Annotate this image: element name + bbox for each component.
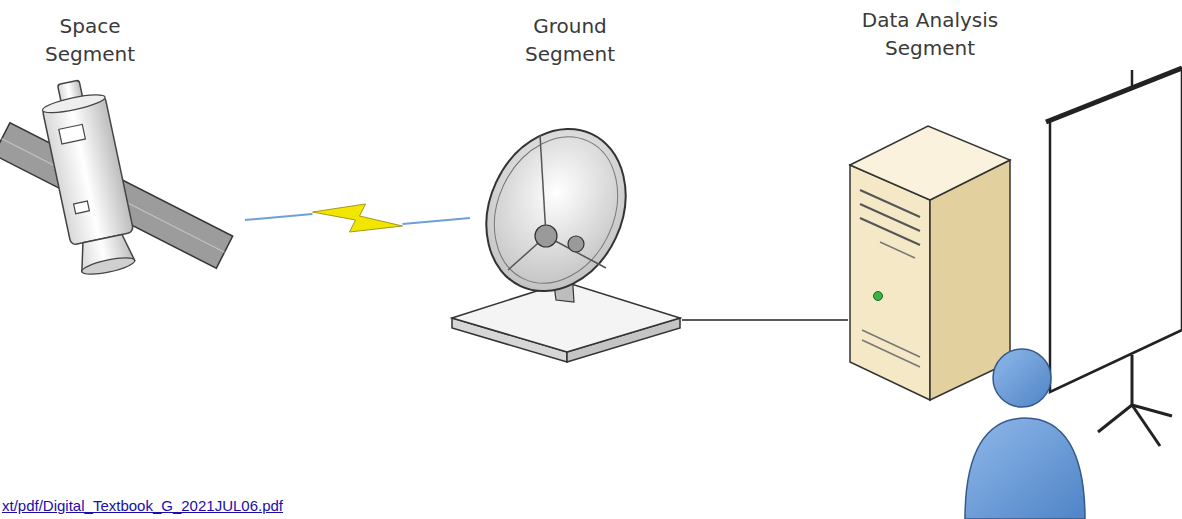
segment-node: Space Segment <box>5 8 245 288</box>
vent-line <box>862 340 920 367</box>
connector-line <box>245 214 470 224</box>
drive-slot <box>880 242 915 258</box>
drive-bay <box>860 218 920 245</box>
satellite-nozzle <box>81 255 136 278</box>
satellite-window <box>59 124 86 144</box>
screen-hook <box>1131 70 1134 86</box>
source-link: xt/pdf/Digital_Textbook_G_2021JUL06.pdf <box>2 497 283 515</box>
drive-bay <box>860 204 920 231</box>
antenna-strut <box>540 135 546 236</box>
satellite-top <box>41 91 106 116</box>
segment-heading: Ground Segment <box>515 12 625 68</box>
antenna-rim <box>471 117 640 304</box>
satellite-body <box>42 95 134 245</box>
cable-link <box>682 320 848 321</box>
dish-antenna-icon <box>452 106 680 362</box>
connector-line <box>682 319 848 321</box>
segment-heading: Data Analysis Segment <box>848 6 1012 62</box>
person-body <box>965 418 1085 519</box>
screen-panel <box>1050 68 1182 392</box>
computer-icon <box>850 126 1010 400</box>
segment-node: Ground Segment <box>470 8 682 358</box>
computer-front <box>850 165 930 400</box>
antenna-dish <box>461 106 652 314</box>
segment-heading: Space Segment <box>35 12 145 68</box>
antenna-feed <box>535 225 557 247</box>
radio-link <box>245 204 470 232</box>
projector-screen-icon <box>1046 68 1182 446</box>
person-icon <box>965 349 1085 519</box>
satellite-icon <box>0 76 233 279</box>
power-light <box>874 292 883 301</box>
tripod-pole <box>1131 355 1134 405</box>
drive-bay <box>860 190 920 217</box>
tripod-leg <box>1098 405 1132 432</box>
person-head <box>993 349 1051 407</box>
antenna-feed <box>568 236 584 252</box>
satellite-window <box>74 201 90 214</box>
computer-top <box>850 126 1010 200</box>
lightning-bolt <box>313 204 403 232</box>
screen-top-bar <box>1046 68 1182 122</box>
tripod-leg <box>1132 405 1172 416</box>
segment-node: Data Analysis Segment <box>848 4 1180 516</box>
